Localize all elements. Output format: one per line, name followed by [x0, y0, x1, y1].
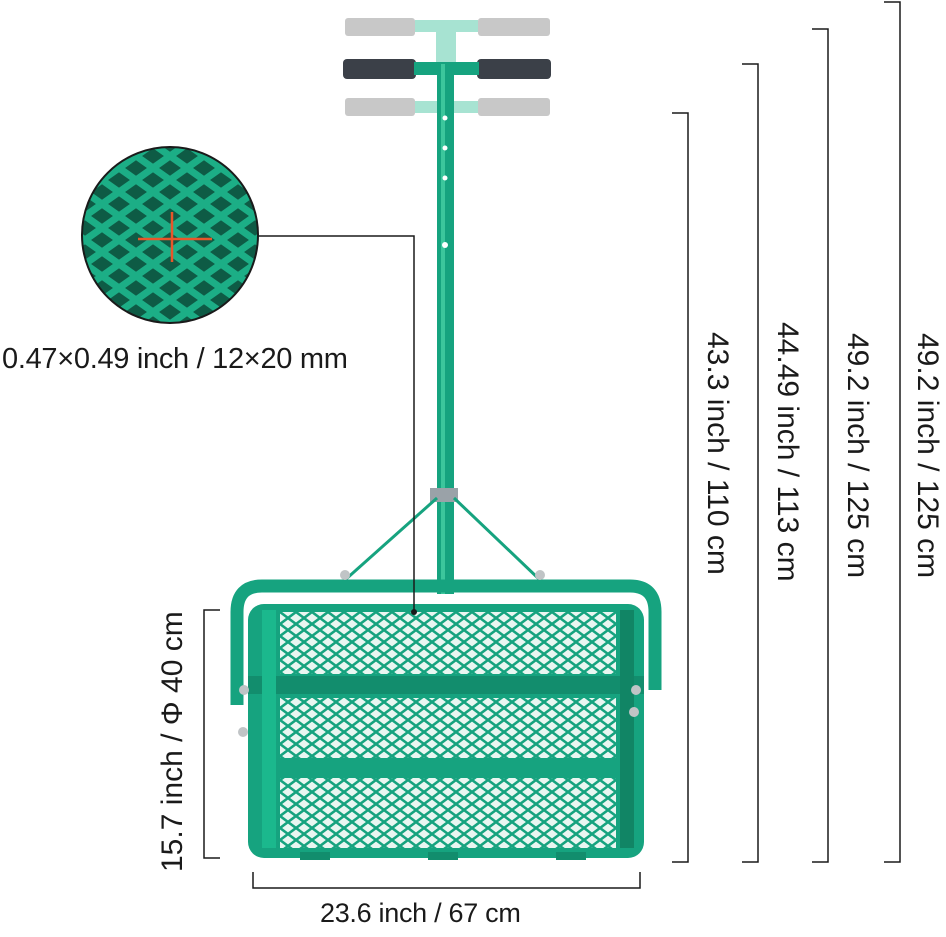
roller-drum — [238, 604, 644, 860]
height-label-2: 44.49 inch / 113 cm — [771, 322, 804, 582]
mesh-size-label: 0.47×0.49 inch / 12×20 mm — [2, 343, 348, 375]
drum-width-label: 23.6 inch / 67 cm — [320, 898, 521, 928]
height-label-1: 43.3 inch / 110 cm — [701, 332, 734, 575]
height-label-4: 49.2 inch / 125 cm — [911, 333, 944, 579]
handle-top-ghost — [345, 18, 550, 70]
dimension-brackets — [203, 1, 901, 889]
t-handle — [343, 59, 551, 594]
drum-diameter-label: 15.7 inch / Φ 40 cm — [156, 611, 189, 872]
support-struts — [344, 496, 542, 582]
roller-frame — [230, 570, 662, 705]
mesh-zoom-callout — [81, 146, 417, 615]
height-label-3: 49.2 inch / 125 cm — [841, 333, 874, 579]
